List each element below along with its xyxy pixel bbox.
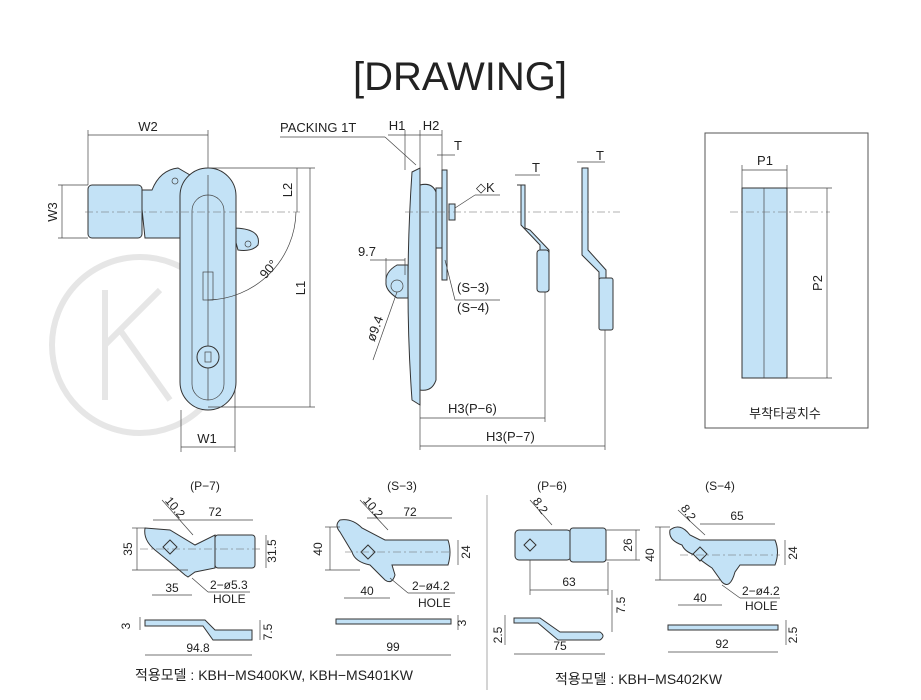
dim-h3-p7: H3(P−7) [486,429,535,444]
part-s4-total: 92 [715,637,729,651]
part-s3-hole-dist: 40 [360,584,374,598]
dim-p2: P2 [810,275,825,291]
part-p6-total: 75 [553,639,567,653]
part-p7-width: 31.5 [265,539,279,563]
label-packing: PACKING 1T [280,120,356,135]
part-p6 [504,499,640,655]
dim-t-p7: T [596,148,604,163]
dim-k: ◇K [476,180,495,195]
dim-h3-p6: H3(P−6) [448,401,497,416]
label-s4: (S−4) [457,300,489,315]
part-p6-name: (P−6) [537,479,567,493]
part-s3-hole: 2−ø4.2 [412,579,450,593]
part-s4-length: 65 [730,509,744,523]
part-p7-thick: 3 [119,622,133,629]
front-view [58,130,315,452]
part-s3-hole-label: HOLE [418,596,451,610]
dim-9-7: 9.7 [358,244,376,259]
part-p7-total: 94.8 [186,641,210,655]
dim-t: T [454,138,462,153]
part-s3-thick: 3 [455,619,469,626]
dim-p1: P1 [757,153,773,168]
part-s4-angle: 8.2 [678,502,699,524]
part-s4-hole-label: HOLE [745,599,778,613]
part-p7-name: (P−7) [190,479,220,493]
dim-w3: W3 [45,202,60,222]
part-p7-hole: 2−ø5.3 [210,578,248,592]
cutout-box [704,132,869,429]
part-s4-height: 40 [643,548,657,562]
part-p7-length: 72 [208,505,222,519]
side-view [280,130,620,450]
part-s3-length: 72 [403,505,417,519]
part-p6-thick: 2.5 [491,626,505,643]
part-p7-angle: 10.2 [162,494,188,521]
part-s3-angle: 10.2 [360,494,386,521]
page-title: [DRAWING] [353,55,567,99]
dim-angle: 90° [256,257,280,282]
part-p7-height: 35 [121,542,135,556]
label-s3: (S−3) [457,280,489,295]
applicable-models-left: 적용모델 : KBH−MS400KW, KBH−MS401KW [135,667,414,683]
part-p6-width: 26 [621,538,635,552]
dim-t-p6: T [532,160,540,175]
part-s4-name: (S−4) [705,479,735,493]
part-p7-hole-dist: 35 [165,581,179,595]
part-s3 [325,499,459,656]
part-s4-width: 24 [786,546,800,560]
part-s4-hole: 2−ø4.2 [742,584,780,598]
part-s3-width: 24 [459,545,473,559]
part-p7-hole-label: HOLE [213,592,246,606]
part-p6-angle: 8.2 [530,495,551,517]
cutout-label: 부착타공치수 [749,406,821,421]
dim-h1: H1 [389,118,406,133]
dim-w1: W1 [197,431,217,446]
dim-h2: H2 [423,118,440,133]
part-s3-height: 40 [311,542,325,556]
part-s4-thick: 2.5 [786,626,800,643]
part-s4-hole-dist: 40 [693,591,707,605]
part-p6-length: 63 [562,575,576,589]
dim-w2: W2 [138,119,158,134]
dim-hole-dia: ø9.4 [363,314,386,344]
part-p7 [132,499,267,656]
part-s3-name: (S−3) [387,479,417,493]
dim-l1: L1 [293,281,308,295]
part-p6-offset: 7.5 [614,596,628,613]
part-s4 [655,509,787,653]
dim-l2: L2 [280,183,295,197]
part-p7-offset: 7.5 [261,623,275,640]
part-s3-total: 99 [386,640,400,654]
applicable-models-right: 적용모델 : KBH−MS402KW [555,671,723,687]
